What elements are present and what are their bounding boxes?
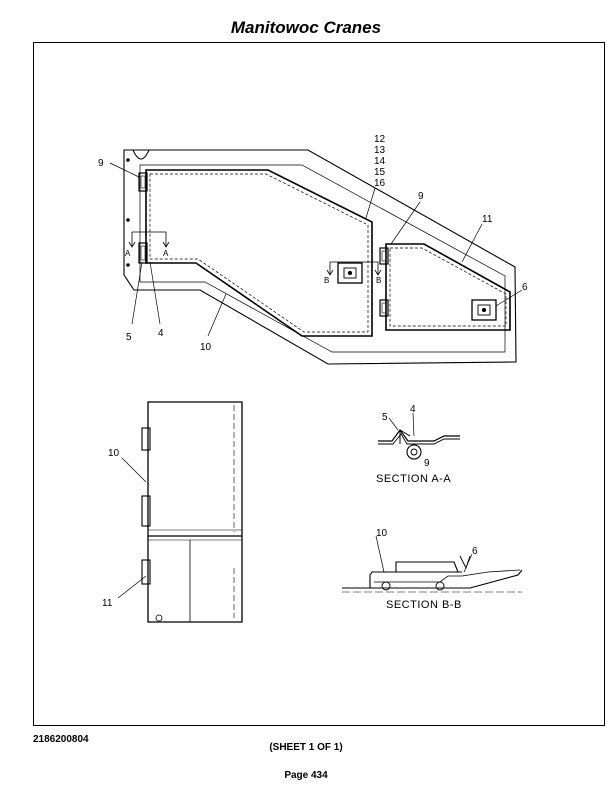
side-callout-11: 11 (102, 598, 113, 609)
top-view-inner-outline (139, 164, 506, 353)
callout-10: 10 (200, 342, 212, 353)
section-mark-a-right: A (163, 249, 169, 258)
section-aa-callout-4: 4 (410, 404, 416, 415)
section-mark-b-left: B (324, 276, 329, 285)
section-mark-b-right: B (376, 276, 381, 285)
hinge (138, 242, 148, 264)
callout-6: 6 (522, 282, 528, 293)
callout-12: 12 (374, 134, 386, 145)
callout-9: 9 (98, 158, 104, 169)
hinge (138, 172, 148, 192)
top-view-outline (123, 149, 517, 365)
document-number: 2186200804 (33, 734, 89, 745)
callout-15: 15 (374, 167, 386, 178)
section-aa-callout-9: 9 (424, 458, 430, 469)
hinge (379, 247, 389, 265)
drawing-frame (33, 42, 605, 726)
callout-5: 5 (126, 332, 132, 343)
left-door (145, 169, 373, 337)
sheet-label: (SHEET 1 OF 1) (269, 742, 343, 753)
right-door (385, 243, 511, 331)
section-mark-a-left: A (125, 249, 131, 258)
latch (337, 262, 363, 284)
section-aa-drawing (378, 428, 460, 442)
latch (471, 299, 497, 321)
hinge (379, 299, 389, 317)
page-title: Manitowoc Cranes (230, 18, 382, 37)
section-bb-callout-6: 6 (472, 546, 478, 557)
callout-11: 11 (482, 214, 493, 225)
callout-9: 9 (418, 191, 424, 202)
section-bb-drawing (342, 571, 462, 589)
side-callout-10: 10 (108, 448, 120, 459)
side-view-upper (147, 401, 243, 537)
section-aa-caption: SECTION A-A (376, 473, 451, 485)
callout-4: 4 (158, 328, 164, 339)
section-aa-callout-5: 5 (382, 412, 388, 423)
page-number: Page 434 (284, 770, 328, 781)
callout-16: 16 (374, 178, 386, 189)
section-bb-caption: SECTION B-B (386, 599, 462, 611)
section-bb-callout-10: 10 (376, 528, 388, 539)
callout-14: 14 (374, 156, 386, 167)
callout-13: 13 (374, 145, 386, 156)
